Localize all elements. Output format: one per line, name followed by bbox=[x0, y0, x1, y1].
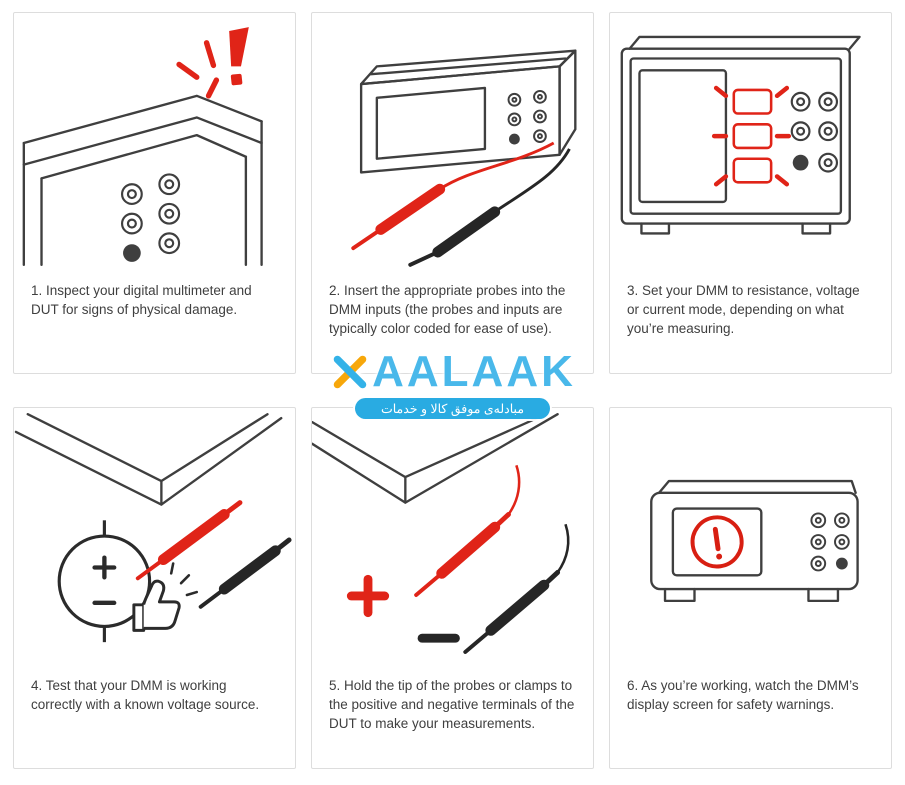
red-probe-icon bbox=[414, 464, 521, 597]
warning-icon bbox=[690, 515, 744, 569]
step-caption: 5. Hold the tip of the probes or clamps … bbox=[329, 678, 575, 731]
illustration-step-1 bbox=[14, 13, 295, 269]
black-probe-icon bbox=[408, 206, 501, 267]
input-terminals bbox=[507, 89, 547, 145]
illustration-step-4 bbox=[14, 408, 295, 664]
voltage-source-symbol bbox=[57, 520, 152, 643]
inspect-damage-illustration bbox=[22, 27, 263, 267]
step-caption: 6. As you’re working, watch the DMM’s di… bbox=[627, 678, 859, 712]
step-card-3: 3. Set your DMM to resistance, voltage o… bbox=[609, 12, 892, 374]
input-terminals bbox=[790, 91, 839, 173]
step-caption: 1. Inspect your digital multimeter and D… bbox=[31, 283, 252, 317]
multimeter-corner bbox=[22, 94, 263, 267]
test-leads bbox=[351, 141, 571, 267]
mode-buttons bbox=[732, 88, 773, 184]
plus-sign bbox=[92, 555, 117, 580]
illustration-step-5 bbox=[312, 408, 593, 664]
probe-terminals-illustration bbox=[312, 413, 570, 654]
step-card-2: 2. Insert the appropriate probes into th… bbox=[311, 12, 594, 374]
red-probe-icon bbox=[351, 183, 446, 251]
step-card-4: 4. Test that your DMM is working correct… bbox=[13, 407, 296, 769]
step-card-6: 6. As you’re working, watch the DMM’s di… bbox=[609, 407, 892, 769]
input-terminals bbox=[810, 512, 850, 572]
input-terminals bbox=[120, 173, 181, 262]
red-probe-icon bbox=[135, 500, 243, 581]
device-corner bbox=[14, 413, 283, 506]
dmm-front-panel bbox=[620, 35, 861, 235]
illustration-step-6 bbox=[610, 408, 891, 664]
step-caption: 2. Insert the appropriate probes into th… bbox=[329, 283, 566, 336]
illustration-step-2 bbox=[312, 13, 593, 269]
set-mode-illustration bbox=[620, 35, 861, 235]
thumbs-up-icon bbox=[132, 562, 199, 632]
step-caption: 3. Set your DMM to resistance, voltage o… bbox=[627, 283, 860, 336]
black-probe-icon bbox=[463, 523, 570, 654]
dmm-device bbox=[650, 479, 859, 603]
black-probe-icon bbox=[198, 537, 292, 609]
benchtop-dmm bbox=[359, 49, 577, 174]
button-highlight-dashes bbox=[711, 85, 792, 187]
device-corner bbox=[312, 413, 559, 504]
plus-sign bbox=[346, 574, 390, 618]
step-caption: 4. Test that your DMM is working correct… bbox=[31, 678, 260, 712]
step-card-1: 1. Inspect your digital multimeter and D… bbox=[13, 12, 296, 374]
insert-probes-illustration bbox=[351, 49, 577, 267]
test-voltage-illustration bbox=[14, 413, 292, 643]
steps-grid: 1. Inspect your digital multimeter and D… bbox=[13, 12, 892, 769]
step-card-5: 5. Hold the tip of the probes or clamps … bbox=[311, 407, 594, 769]
illustration-step-3 bbox=[610, 13, 891, 269]
display-warning-illustration bbox=[650, 479, 859, 603]
damage-alert-icon bbox=[176, 27, 249, 99]
sparkle-lines bbox=[169, 562, 199, 597]
